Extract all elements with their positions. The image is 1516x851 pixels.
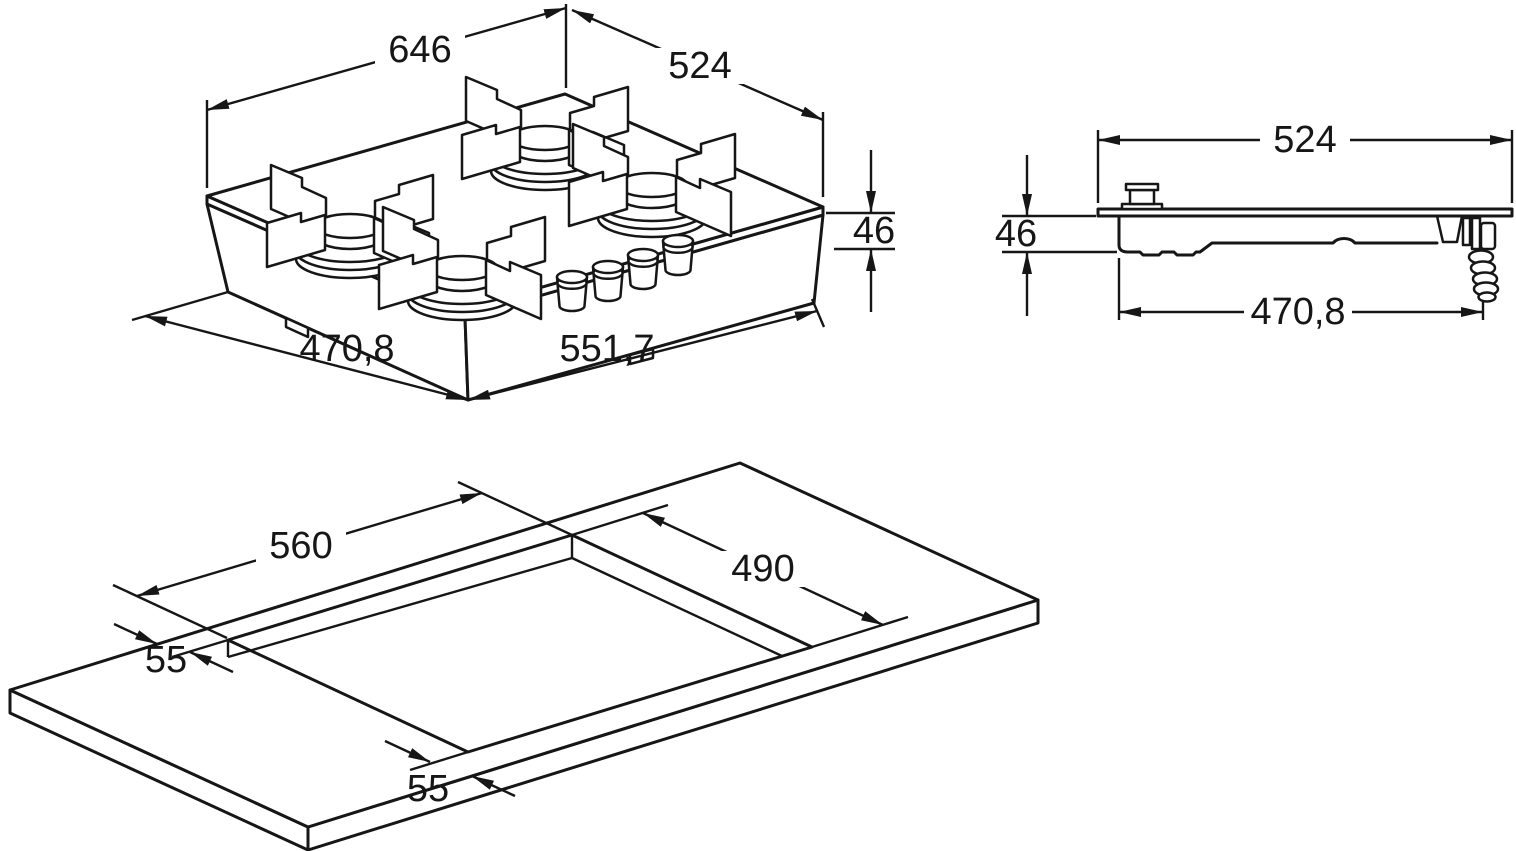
dim-label-body-width: 551,7 — [559, 328, 654, 370]
pan-support-fin — [460, 123, 522, 181]
iso-dim-height-46: 46 — [826, 150, 895, 312]
dim-label-body-depth: 470,8 — [1250, 291, 1345, 333]
side-tray-profile — [1117, 214, 1500, 303]
dim-label-cutout-width: 560 — [269, 525, 332, 567]
pan-support-fin — [675, 132, 737, 197]
cutout-dim-depth-490: 490 — [571, 503, 909, 649]
iso-dim-body-depth: 470,8 — [131, 290, 469, 402]
dim-label-body-depth: 470,8 — [299, 328, 394, 370]
arrow-in — [113, 622, 158, 646]
side-knob — [1120, 182, 1164, 211]
hob-side-view: 524 46 470,8 — [995, 119, 1514, 333]
pan-support-fin — [567, 170, 629, 228]
burner-front — [377, 205, 547, 322]
control-knob — [661, 233, 695, 277]
hob-isometric-view: 646 524 46 470,8 551,7 — [131, 4, 895, 402]
side-dim-body-depth: 470,8 — [1119, 291, 1483, 333]
iso-dim-body-width: 551,7 — [467, 298, 826, 402]
side-glass-plate — [1096, 207, 1514, 218]
extension-line — [171, 638, 229, 659]
arrow-in — [384, 739, 431, 764]
side-dim-height-46: 46 — [995, 155, 1117, 316]
extension-line — [810, 298, 826, 328]
reference-line — [826, 211, 895, 251]
dimension-line — [144, 314, 469, 402]
burner-right — [567, 122, 737, 239]
control-knob — [626, 247, 660, 291]
pan-support-fin — [485, 215, 547, 280]
dim-label-depth: 524 — [668, 45, 731, 87]
dim-label-depth: 524 — [1273, 119, 1336, 161]
pan-support-fin — [571, 122, 630, 194]
pan-support-fin — [674, 175, 733, 238]
side-dim-depth-524: 524 — [1096, 119, 1514, 203]
dim-label-clearance-front: 55 — [407, 768, 449, 810]
arrow-in — [189, 650, 234, 674]
control-knob — [555, 269, 589, 313]
arrow-in — [471, 774, 516, 798]
dim-label-cutout-depth: 490 — [731, 548, 794, 590]
worktop-cutout-view: 560 490 55 55 — [8, 461, 1040, 851]
extension-line — [112, 480, 573, 640]
gas-elbow — [1479, 221, 1497, 251]
dim-label-width: 646 — [388, 29, 451, 71]
control-knobs — [555, 233, 695, 313]
cutout-dim-clearance-back: 55 — [113, 622, 234, 681]
dimension-line — [467, 309, 818, 402]
reference-line — [1002, 214, 1117, 254]
cutout-inner-edge — [226, 535, 783, 659]
dim-label-height: 46 — [853, 210, 895, 252]
pan-support-fin — [377, 253, 439, 311]
pan-support-fin — [381, 205, 440, 277]
cutout-dim-width-560: 560 — [112, 480, 573, 640]
iso-dim-depth-524: 524 — [571, 8, 825, 197]
pan-support-fin — [269, 163, 328, 235]
gas-inlet-bracket — [1435, 214, 1464, 244]
dim-label-clearance-back: 55 — [145, 639, 187, 681]
iso-dim-width-646: 646 — [205, 4, 568, 188]
dim-label-height: 46 — [995, 213, 1037, 255]
control-knob — [591, 259, 625, 303]
extension-line — [205, 4, 568, 188]
cutout-dim-clearance-front: 55 — [384, 739, 516, 810]
gas-hose-coil — [1467, 249, 1500, 303]
extension-line — [571, 503, 909, 649]
extension-line — [131, 290, 229, 322]
extension-line — [409, 750, 469, 772]
pan-support-fin — [265, 211, 327, 269]
